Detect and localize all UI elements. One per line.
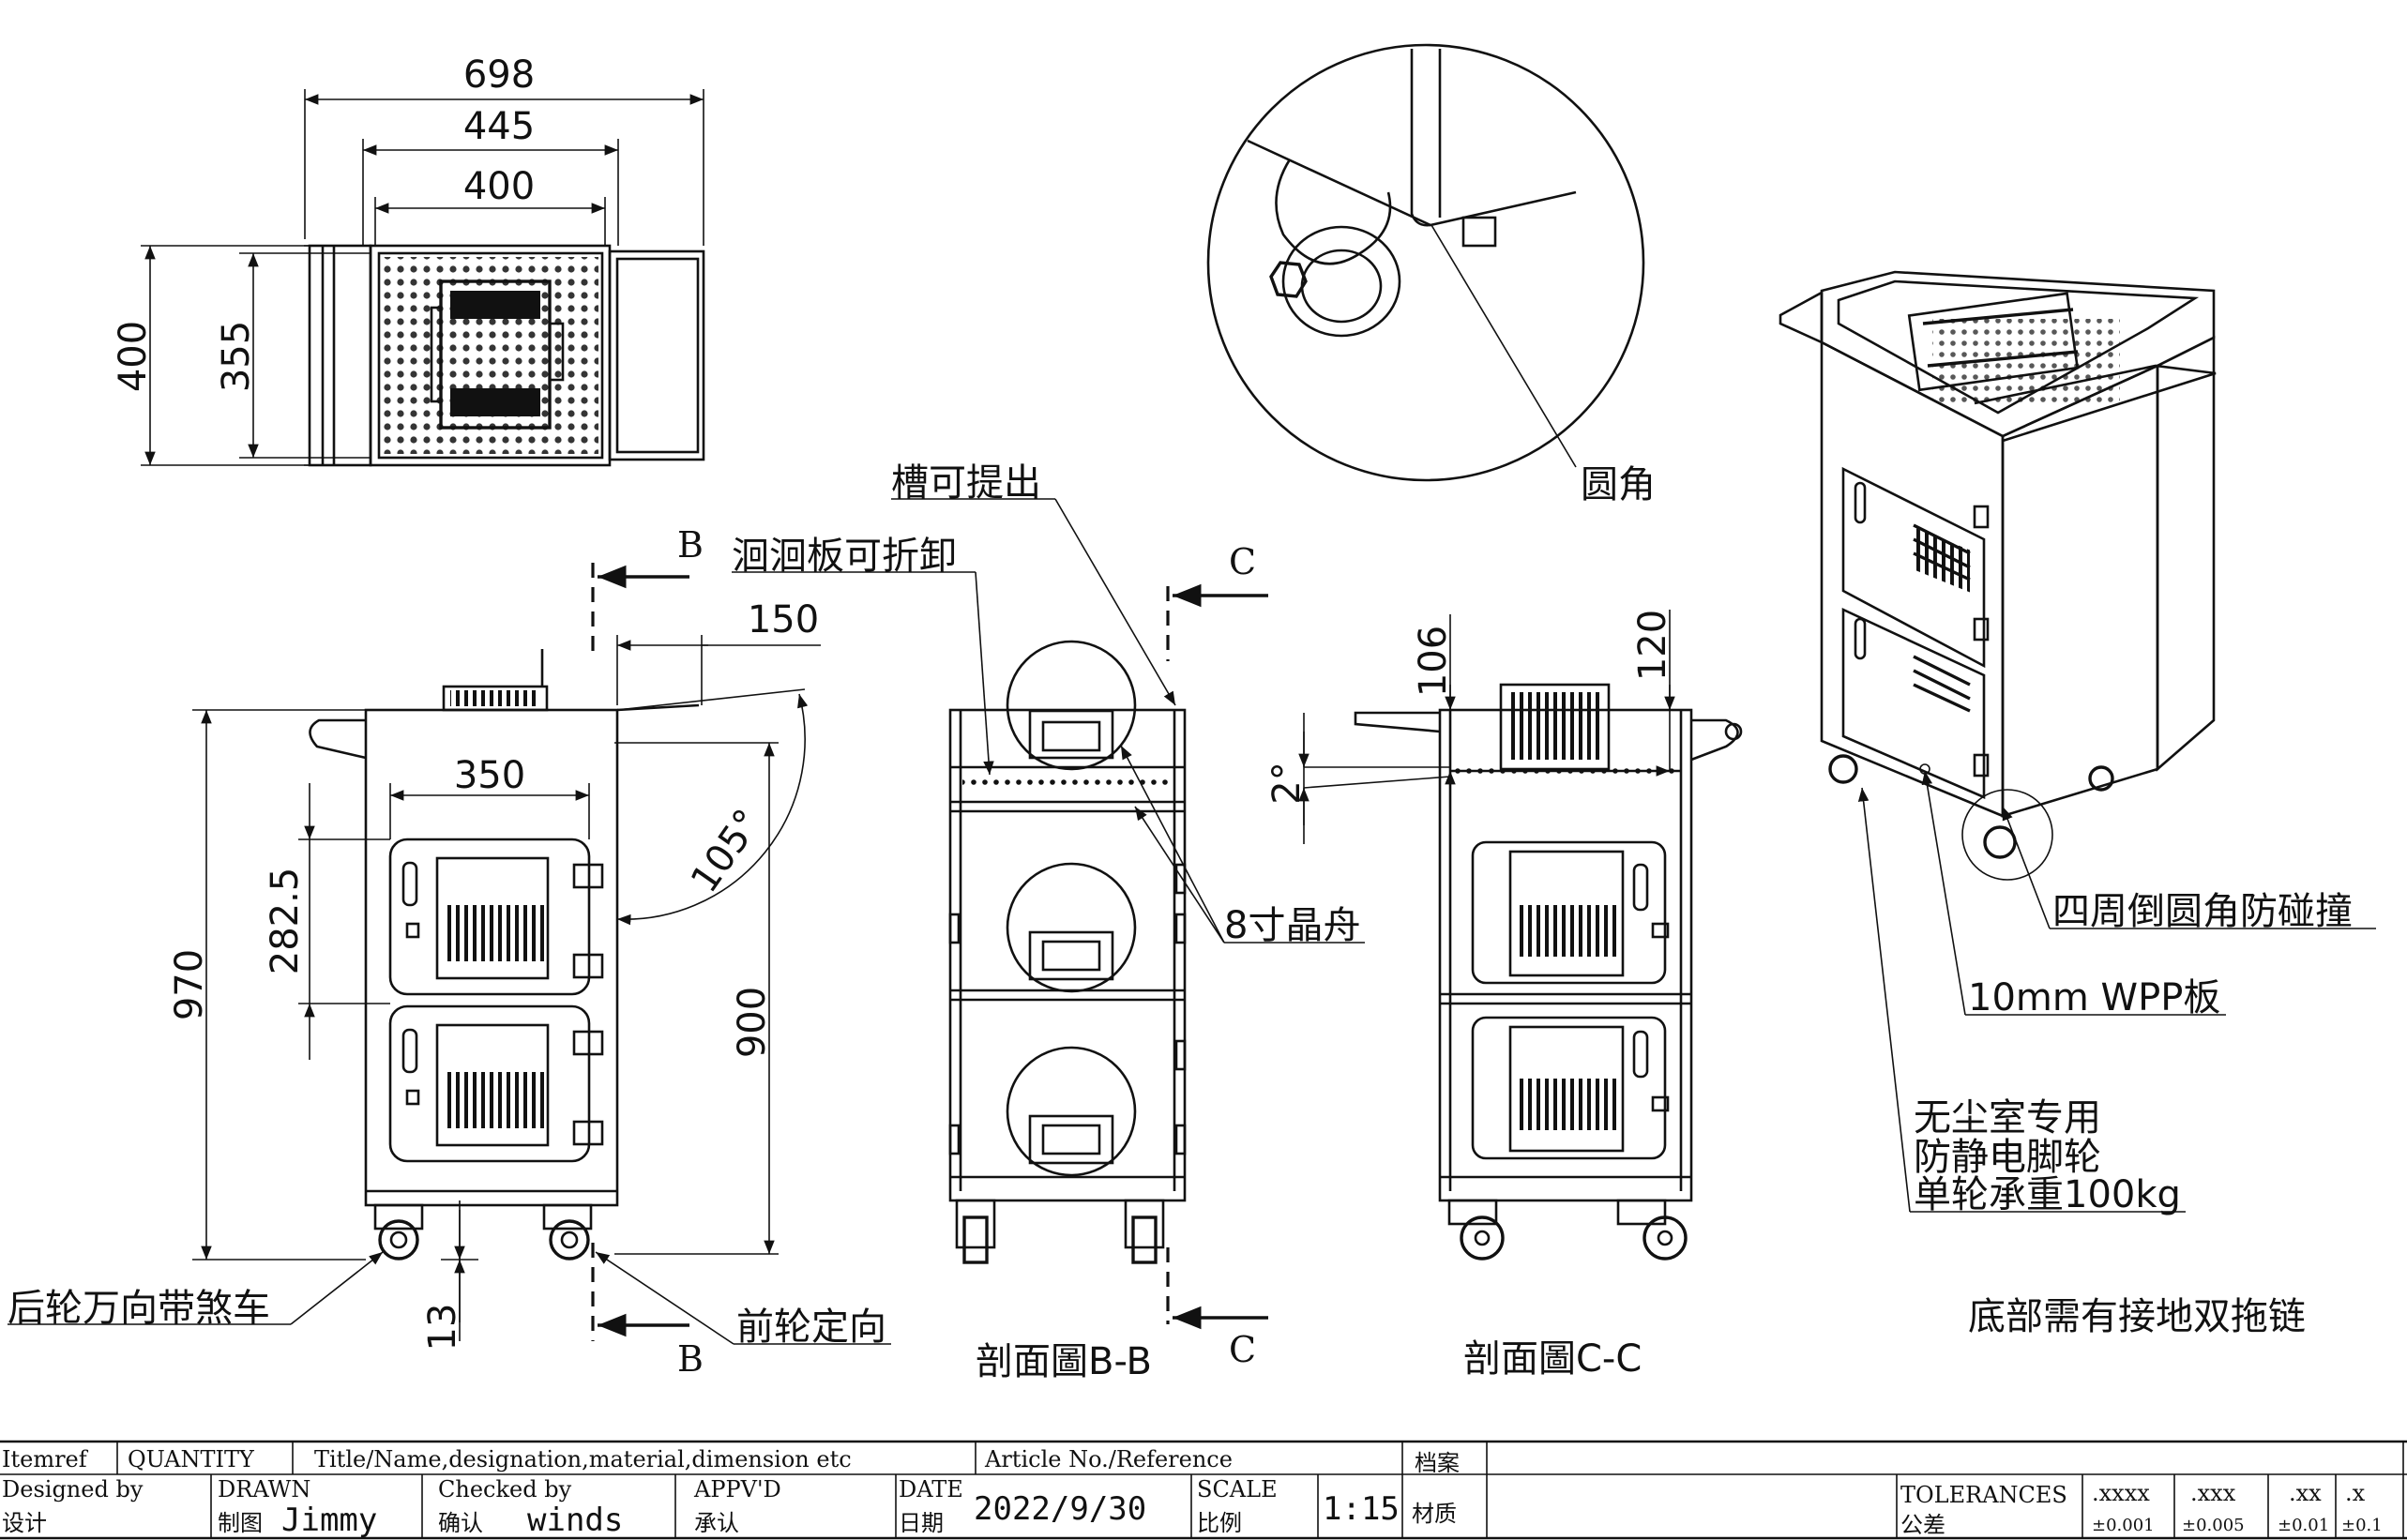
label-caster-line2: 防静电脚轮 — [1914, 1136, 2101, 1179]
section-c-top-label: C — [1229, 541, 1256, 582]
tb-tol-x: .x — [2345, 1480, 2366, 1506]
tb-quantity: QUANTITY — [128, 1446, 255, 1472]
tb-designed-cn: 设计 — [2, 1510, 47, 1536]
tb-drawn-cn: 制图 — [218, 1510, 263, 1536]
dim-355: 355 — [215, 321, 258, 392]
top-view — [304, 244, 705, 467]
tb-scale-value: 1:15 — [1323, 1490, 1400, 1528]
tb-date: DATE — [899, 1476, 963, 1502]
dim-400-width: 400 — [463, 165, 535, 208]
label-round-corner: 圆角 — [1581, 463, 1656, 506]
tb-itemref: Itemref — [2, 1446, 89, 1472]
section-b-top-label: B — [677, 524, 704, 566]
tb-scale-cn: 比例 — [1197, 1510, 1242, 1536]
dim-13: 13 — [421, 1304, 464, 1351]
front-view — [309, 649, 700, 1261]
tb-tol-xxx: .xxx — [2190, 1480, 2236, 1506]
tb-designed-by: Designed by — [2, 1476, 144, 1502]
tb-tol-xx: .xx — [2289, 1480, 2322, 1506]
section-b-bottom-label: B — [677, 1338, 704, 1380]
tb-date-value: 2022/9/30 — [974, 1490, 1146, 1528]
dim-150: 150 — [748, 598, 819, 642]
dim-2-deg: 2° — [1265, 762, 1309, 804]
label-ground-chain: 底部需有接地双拖链 — [1968, 1295, 2306, 1338]
tb-drawn-value: Jimmy — [281, 1502, 377, 1539]
label-perforated-plate: 洄洄板可折卸 — [732, 535, 957, 578]
section-line-c: C C — [1166, 541, 1268, 1370]
dim-282-5: 282.5 — [264, 868, 307, 975]
tb-scale: SCALE — [1197, 1476, 1278, 1502]
label-rounded-bumper: 四周倒圆角防碰撞 — [2052, 890, 2353, 933]
annotation-labels: 槽可提出 洄洄板可折卸 后轮万向带煞车 前轮定向 8寸晶舟 圆角 四周倒圆角防碰… — [8, 461, 2353, 1383]
tb-article-no: Article No./Reference — [984, 1446, 1233, 1472]
label-wpp-board: 10mm WPP板 — [1968, 976, 2220, 1019]
section-cc-dimensions: 106 120 2° — [1265, 610, 1675, 844]
label-caster-line3: 单轮承重100kg — [1914, 1173, 2181, 1216]
label-front-wheel: 前轮定向 — [736, 1306, 886, 1349]
title-block: Itemref QUANTITY Title/Name,designation,… — [0, 1440, 2407, 1540]
tb-date-cn: 日期 — [899, 1510, 944, 1536]
dim-105-deg: 105° — [683, 802, 770, 900]
tb-tol-xxx-val: ±0.005 — [2182, 1516, 2245, 1535]
label-wafer-boat: 8寸晶舟 — [1224, 904, 1360, 947]
dim-120: 120 — [1631, 610, 1674, 681]
label-slot-removable: 槽可提出 — [891, 461, 1041, 505]
tb-tol-xx-val: ±0.01 — [2278, 1516, 2329, 1535]
section-line-b: B B — [591, 524, 704, 1380]
tb-appvd: APPV'D — [693, 1476, 781, 1502]
tb-appvd-cn: 承认 — [694, 1510, 739, 1536]
tb-drawn: DRAWN — [218, 1476, 310, 1502]
tb-checked-value: winds — [527, 1502, 623, 1539]
dim-698: 698 — [463, 53, 535, 97]
dim-970: 970 — [168, 949, 211, 1020]
label-caster-line1: 无尘室专用 — [1914, 1096, 2101, 1140]
tb-material-cn: 材质 — [1412, 1501, 1457, 1527]
tb-tol-xxxx: .xxxx — [2092, 1480, 2150, 1506]
dim-400-depth: 400 — [112, 321, 155, 392]
tb-checked-cn: 确认 — [438, 1510, 483, 1536]
top-view-dimensions: 698 445 400 400 355 — [112, 53, 704, 466]
section-bb-view — [948, 640, 1187, 1264]
leader-lines — [8, 498, 2376, 1345]
tb-tol-xxxx-val: ±0.001 — [2092, 1516, 2155, 1535]
detail-view-wheel — [1206, 43, 1645, 482]
dim-900: 900 — [731, 987, 774, 1058]
tb-title-name: Title/Name,designation,material,dimensio… — [314, 1446, 852, 1472]
tb-checked-by: Checked by — [438, 1476, 572, 1502]
section-cc-view — [1354, 683, 1743, 1261]
title-section-bb: 剖面圖B-B — [976, 1340, 1152, 1383]
tb-tol-x-val: ±0.1 — [2341, 1516, 2383, 1535]
tb-archive: 档案 — [1415, 1450, 1460, 1476]
label-rear-wheel: 后轮万向带煞车 — [8, 1287, 270, 1330]
tb-tolerances: TOLERANCES — [1900, 1482, 2067, 1508]
tb-tolerances-cn: 公差 — [1900, 1512, 1945, 1538]
dim-106: 106 — [1412, 626, 1455, 697]
section-c-bottom-label: C — [1229, 1329, 1256, 1370]
front-view-dimensions: 970 900 282.5 350 150 105° 13 — [168, 598, 821, 1351]
dim-350: 350 — [454, 754, 525, 797]
dim-445: 445 — [463, 105, 535, 148]
isometric-view — [1779, 270, 2217, 881]
title-section-cc: 剖面圖C-C — [1463, 1337, 1642, 1381]
